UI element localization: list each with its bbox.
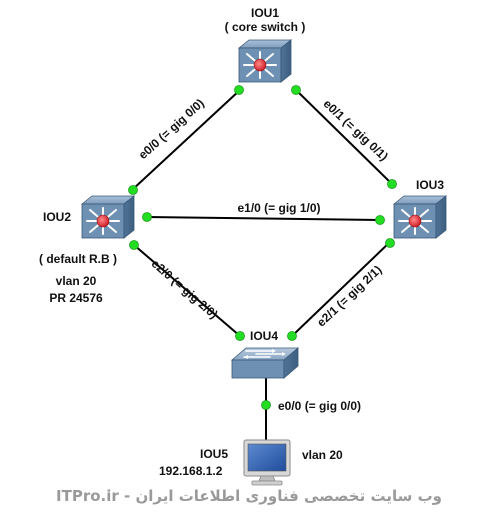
iou1-name-label: IOU1 — [251, 6, 279, 20]
iou3-name-label: IOU3 — [416, 178, 444, 192]
device-iou3[interactable] — [392, 195, 448, 239]
port-dot — [287, 331, 297, 341]
iou5-vlan-label: vlan 20 — [302, 448, 343, 462]
link-iou2-iou4[interactable] — [133, 244, 241, 337]
iou4-name-label: IOU4 — [250, 329, 278, 343]
port-dot — [385, 238, 395, 248]
link-iou2-iou1[interactable] — [131, 89, 241, 191]
iou2-priority-label: PR 24576 — [49, 291, 103, 305]
iou5-ip-label: 192.168.1.2 — [159, 464, 223, 478]
device-iou5[interactable] — [243, 439, 291, 486]
iou5-name-label: IOU5 — [200, 447, 228, 461]
port-dot — [142, 212, 152, 222]
link-label-iou4-iou3: e2/1 (= gig 2/1) — [314, 263, 384, 330]
links — [131, 89, 393, 442]
port-dot — [375, 215, 385, 225]
pc-monitor-icon — [243, 439, 291, 486]
link-label-iou2-iou4: e2/0 (= gig 2/0) — [149, 256, 221, 321]
device-iou4[interactable] — [230, 347, 300, 379]
multilayer-switch-icon — [80, 195, 136, 239]
port-dot — [261, 400, 271, 410]
port-dot — [128, 185, 138, 195]
multilayer-switch-icon — [237, 39, 293, 83]
iou2-name-label: IOU2 — [43, 210, 71, 224]
link-label-iou2-iou3: e1/0 (= gig 1/0) — [237, 201, 320, 215]
link-iou4-iou3[interactable] — [291, 241, 391, 337]
port-indicators — [128, 85, 397, 410]
link-iou1-iou3[interactable] — [295, 89, 393, 185]
iou2-role-label: ( default R.B ) — [39, 252, 117, 266]
link-label-iou2-iou1: e0/0 (= gig 0/0) — [136, 96, 207, 162]
port-dot — [291, 85, 301, 95]
link-iou2-iou3[interactable] — [145, 216, 381, 221]
iou2-vlan-label: vlan 20 — [56, 274, 97, 288]
port-dot — [387, 179, 397, 189]
iou1-role-label: ( core switch ) — [225, 20, 306, 34]
link-label-iou4-iou5: e0/0 (= gig 0/0) — [278, 399, 361, 413]
device-iou1[interactable] — [237, 39, 293, 83]
watermark-text: ITPro.ir - وب سایت تخصصی فناوری اطلاعات … — [56, 487, 442, 505]
link-label-iou1-iou3: e0/1 (= gig 0/1) — [321, 97, 391, 164]
multilayer-switch-icon — [392, 195, 448, 239]
port-dot — [129, 240, 139, 250]
port-dot — [235, 331, 245, 341]
layer2-switch-icon — [230, 347, 300, 379]
port-dot — [234, 85, 244, 95]
device-iou2[interactable] — [80, 195, 136, 239]
